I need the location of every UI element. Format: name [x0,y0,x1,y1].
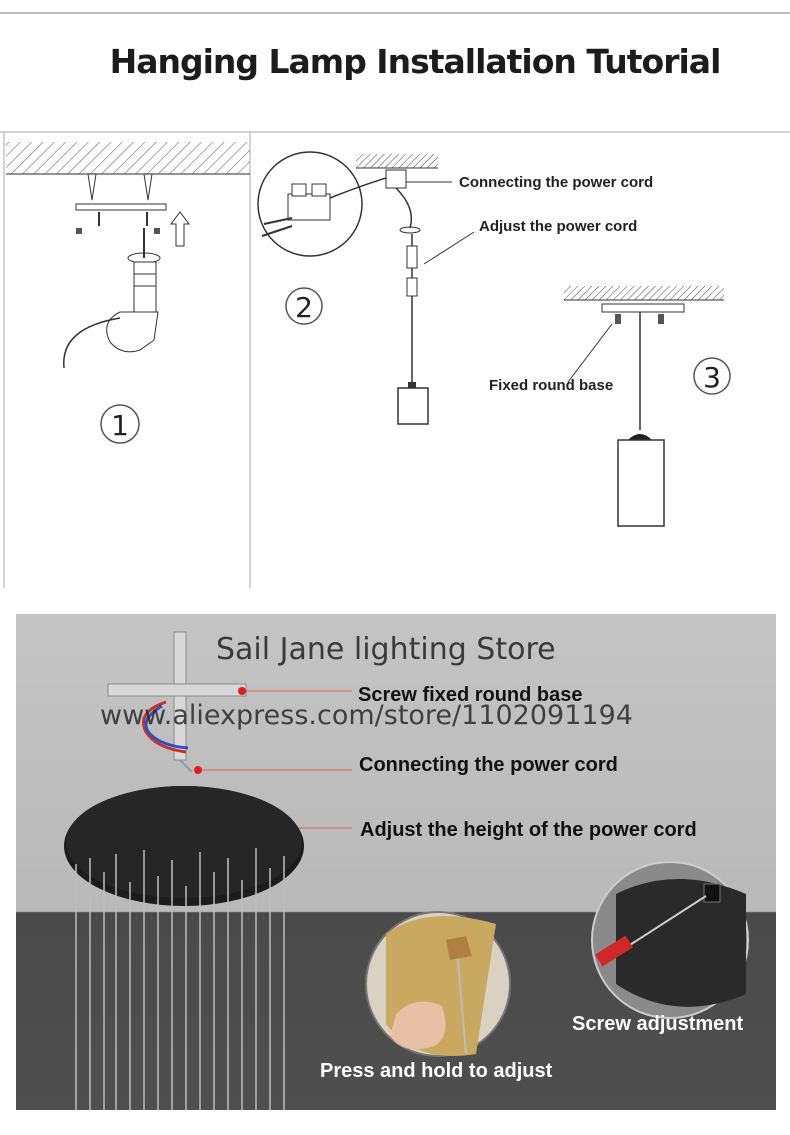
page-title: Hanging Lamp Installation Tutorial [109,42,722,81]
screw-adjustment-label: Screw adjustment [572,1013,744,1035]
adjust-height-label: Adjust the height of the power cord [360,819,697,841]
installation-diagram: 1 2 [0,131,790,588]
connecting-power-cord-label: Connecting the power cord [459,174,654,191]
adjust-power-cord-label: Adjust the power cord [479,218,638,235]
press-hold-label: Press and hold to adjust [320,1060,553,1082]
store-url-watermark: www.aliexpress.com/store/1102091194 [100,700,633,731]
step2-number: 2 [295,291,313,324]
step3-number: 3 [703,361,721,394]
step1-number: 1 [111,409,129,442]
step2-illustration: 2 [257,151,475,425]
product-photo: Sail Jane lighting Store Screw fixed rou… [16,614,776,1110]
top-divider [0,12,790,14]
store-name: Sail Jane lighting Store [216,632,556,667]
connecting-power-cord-photo-label: Connecting the power cord [359,754,618,776]
step1-illustration: 1 [6,142,250,444]
fixed-round-base-label: Fixed round base [489,377,614,394]
step3-illustration: 3 [564,286,731,527]
photo-illustration [64,631,749,1110]
screw-fixed-round-base-label: Screw fixed round base [358,684,583,706]
